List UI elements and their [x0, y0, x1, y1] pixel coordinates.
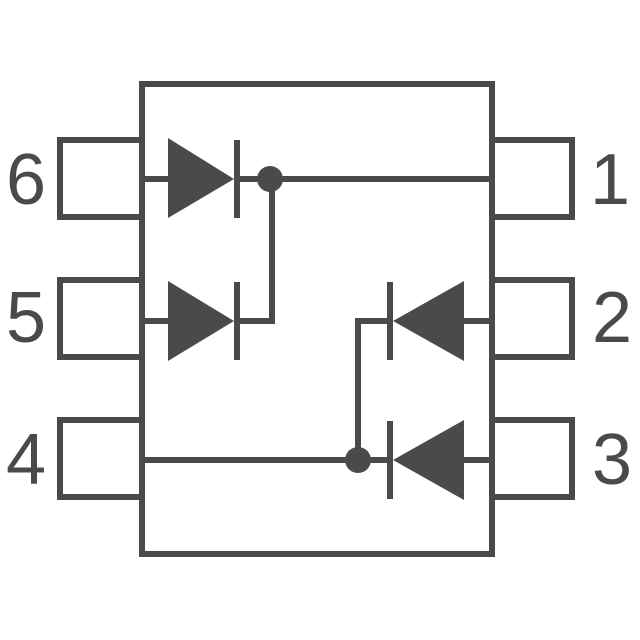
pin-pad-4: [57, 417, 142, 500]
pin-label-4: 4: [6, 420, 46, 500]
pin-label-2: 2: [592, 278, 632, 358]
pin-pad-5: [57, 277, 142, 360]
pin-pad-6: [57, 137, 142, 220]
junction-dot-top: [257, 166, 283, 192]
pin-label-6: 6: [6, 140, 46, 220]
junction-dot-bottom: [345, 447, 371, 473]
pin-pad-3: [492, 417, 575, 500]
pin-pad-2: [492, 277, 575, 360]
diode-pin5-triangle: [168, 281, 234, 361]
pin-label-1: 1: [590, 140, 630, 220]
pin-pad-1: [492, 137, 575, 220]
diode-pin3-triangle: [393, 420, 464, 500]
diode-pin2-triangle: [393, 281, 464, 361]
diode-pin6-triangle: [168, 138, 234, 218]
pin-label-3: 3: [592, 420, 632, 500]
pin-label-5: 5: [6, 278, 46, 358]
